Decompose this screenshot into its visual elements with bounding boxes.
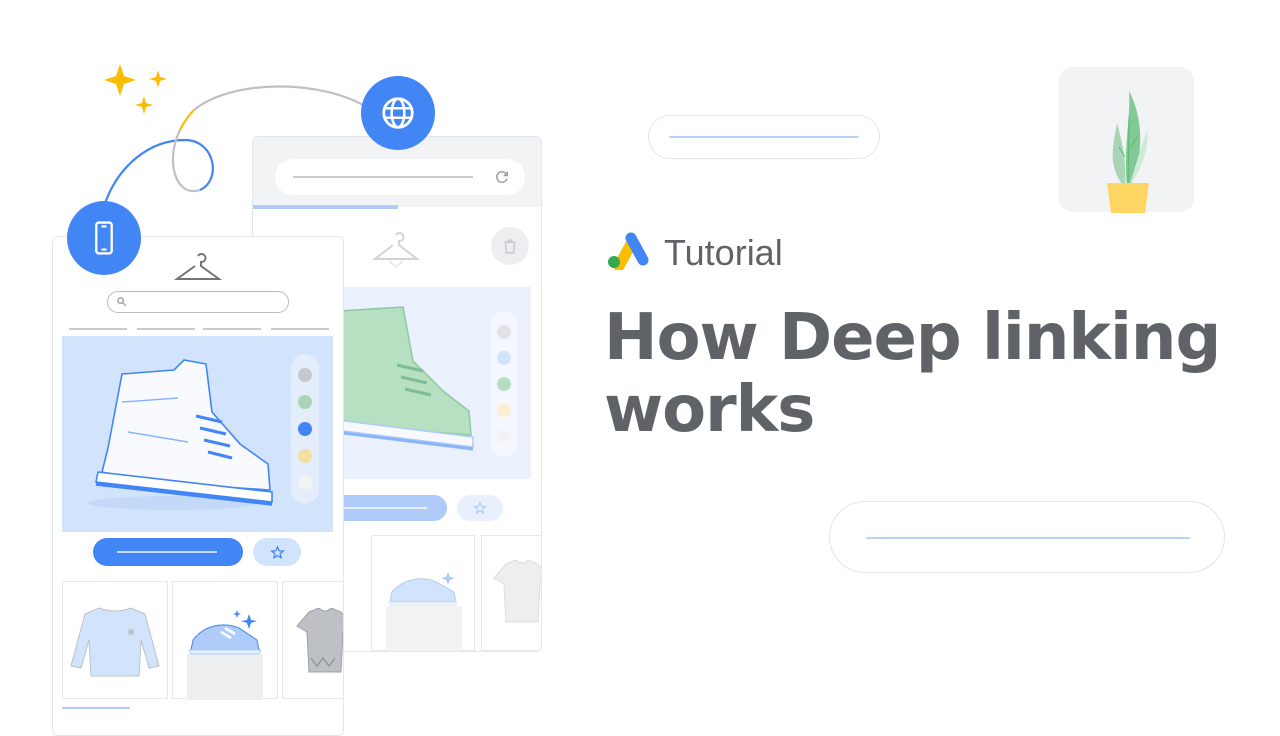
- sneaker-thumbnail-image: [188, 610, 262, 655]
- color-swatch[interactable]: [298, 395, 312, 409]
- globe-badge: [361, 76, 435, 150]
- color-picker-app[interactable]: [291, 354, 319, 504]
- search-icon: [117, 297, 127, 307]
- category-tab[interactable]: [69, 328, 127, 330]
- color-swatch[interactable]: [497, 403, 511, 417]
- globe-icon: [382, 97, 414, 129]
- color-swatch[interactable]: [497, 377, 511, 391]
- shopping-bag-icon: [504, 239, 516, 254]
- search-input[interactable]: [107, 291, 289, 313]
- tshirt-thumbnail-image: [296, 608, 343, 673]
- hanger-icon: [173, 253, 223, 280]
- google-ads-logo: [608, 232, 649, 270]
- product-thumbnail[interactable]: [62, 581, 168, 699]
- connection-curves: [102, 64, 369, 207]
- color-swatch[interactable]: [298, 368, 312, 382]
- pedestal: [386, 606, 462, 651]
- color-swatch[interactable]: [497, 325, 511, 339]
- smartphone-icon: [95, 221, 113, 255]
- sneaker-image-white: [95, 359, 273, 506]
- address-bar[interactable]: [275, 159, 525, 195]
- product-thumbnail[interactable]: [371, 535, 475, 651]
- product-hero-app: [62, 336, 333, 532]
- favorite-button-web[interactable]: [457, 495, 503, 521]
- tshirt-thumbnail-image: [493, 560, 541, 623]
- product-thumbnail[interactable]: [282, 581, 343, 699]
- pedestal: [187, 654, 263, 700]
- buy-button-app[interactable]: [93, 538, 243, 566]
- color-picker-web[interactable]: [491, 311, 517, 457]
- star-icon: [473, 501, 487, 515]
- mobile-app-window: [52, 236, 344, 736]
- category-tab[interactable]: [271, 328, 329, 330]
- color-swatch[interactable]: [497, 429, 511, 443]
- plant-icon: [1107, 91, 1149, 213]
- page-load-progress: [253, 205, 398, 209]
- product-thumbnail[interactable]: [172, 581, 278, 700]
- plant-card: [1059, 67, 1194, 213]
- star-icon: [269, 544, 285, 559]
- page-title: How Deep linking works: [604, 301, 1221, 447]
- placeholder-pill-bottom: [829, 501, 1225, 573]
- color-swatch[interactable]: [298, 449, 312, 463]
- connector-curve-gray-arc: [193, 85, 369, 111]
- connector-curve-gray-loop: [171, 129, 201, 193]
- color-swatch[interactable]: [497, 351, 511, 365]
- connector-curve-blue: [102, 138, 214, 207]
- phone-badge: [67, 201, 141, 275]
- sparkle-icon: [104, 64, 167, 114]
- shopping-bag-button[interactable]: [491, 227, 529, 265]
- favorite-button-app[interactable]: [253, 538, 301, 566]
- hanger-icon: [372, 232, 420, 268]
- color-swatch[interactable]: [298, 476, 312, 490]
- product-thumbnail[interactable]: [481, 535, 541, 651]
- sneaker-thumbnail-image: [388, 572, 458, 606]
- refresh-icon[interactable]: [493, 168, 511, 186]
- category-tab[interactable]: [137, 328, 195, 330]
- connector-curve-yellow: [179, 109, 195, 131]
- scroll-indicator: [62, 707, 130, 709]
- tutorial-label: Tutorial: [664, 232, 783, 273]
- category-tab[interactable]: [203, 328, 261, 330]
- color-swatch[interactable]: [298, 422, 312, 436]
- placeholder-pill-top: [648, 115, 880, 159]
- sweater-thumbnail-image: [70, 607, 160, 677]
